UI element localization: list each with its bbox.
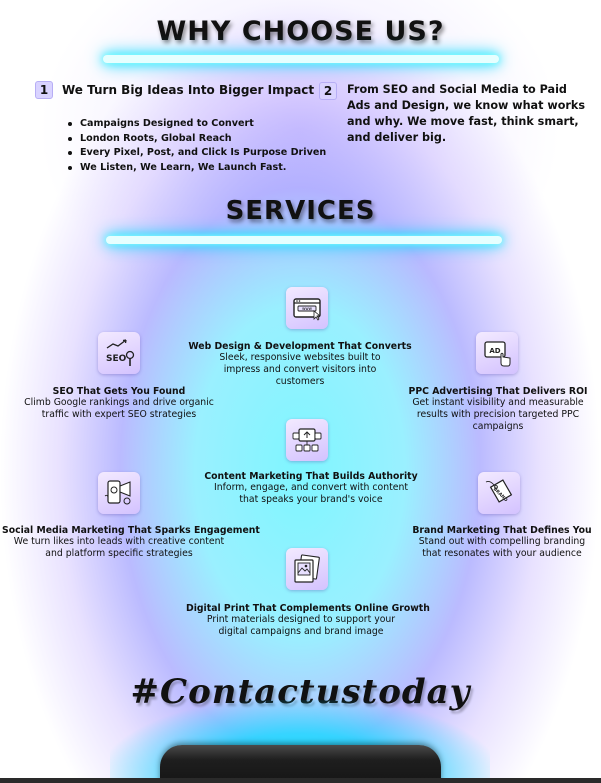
benefit-list-item: Every Pixel, Post, and Click Is Purpose … [67, 147, 326, 162]
service-description: Print materials designed to support your… [206, 614, 396, 638]
content-marketing-icon [286, 419, 328, 461]
floor-line [0, 778, 601, 783]
social-media-icon [98, 472, 140, 514]
service-digital-print: Digital Print That Complements Online Gr… [186, 603, 430, 638]
service-title: PPC Advertising That Delivers ROI [408, 386, 588, 397]
seo-icon: SEO [98, 332, 140, 374]
service-seo: SEO That Gets You Found Climb Google ran… [14, 386, 224, 421]
neon-divider [106, 236, 502, 244]
service-title: Social Media Marketing That Sparks Engag… [2, 525, 260, 536]
point-text: From SEO and Social Media to Paid Ads an… [347, 83, 585, 144]
ad-click-icon: AD [476, 332, 518, 374]
svg-text:AD: AD [489, 347, 500, 355]
print-photo-icon [286, 548, 328, 590]
service-description: Stand out with compelling branding that … [418, 536, 586, 560]
benefit-list: Campaigns Designed to Convert London Roo… [67, 118, 326, 177]
svg-text:www: www [302, 306, 313, 311]
service-title: Content Marketing That Builds Authority [204, 471, 418, 482]
service-title: Digital Print That Complements Online Gr… [186, 603, 430, 614]
web-browser-icon: www [286, 287, 328, 329]
service-title: SEO That Gets You Found [52, 386, 186, 397]
point-number-badge: 2 [319, 82, 337, 100]
neon-divider [103, 55, 499, 63]
service-title: Brand Marketing That Defines You [412, 525, 592, 536]
benefit-list-item: We Listen, We Learn, We Launch Fast. [67, 162, 326, 177]
benefit-list-item: Campaigns Designed to Convert [67, 118, 326, 133]
service-description: Inform, engage, and convert with content… [213, 482, 409, 506]
point-title: We Turn Big Ideas Into Bigger Impact [62, 83, 315, 97]
benefit-list-item: London Roots, Global Reach [67, 133, 326, 148]
brand-tag-icon: BRAND [478, 472, 520, 514]
service-title: Web Design & Development That Converts [188, 341, 412, 352]
why-choose-us-heading: WHY CHOOSE US? [156, 16, 445, 47]
service-description: Get instant visibility and measurable re… [412, 397, 584, 433]
service-description: Sleek, responsive websites built to impr… [219, 352, 381, 388]
services-heading: SERVICES [225, 196, 376, 226]
service-description: Climb Google rankings and drive organic … [24, 397, 214, 421]
service-web-design: Web Design & Development That Converts S… [180, 341, 420, 389]
service-content-marketing: Content Marketing That Builds Authority … [200, 471, 422, 506]
service-social-media: Social Media Marketing That Sparks Engag… [2, 525, 260, 560]
stage-podium [160, 745, 441, 783]
service-description: We turn likes into leads with creative c… [13, 536, 225, 560]
service-brand-marketing: Brand Marketing That Defines You Stand o… [410, 525, 594, 560]
point-number-badge: 1 [35, 81, 53, 99]
service-ppc: PPC Advertising That Delivers ROI Get in… [398, 386, 598, 434]
svg-text:SEO: SEO [106, 354, 127, 364]
